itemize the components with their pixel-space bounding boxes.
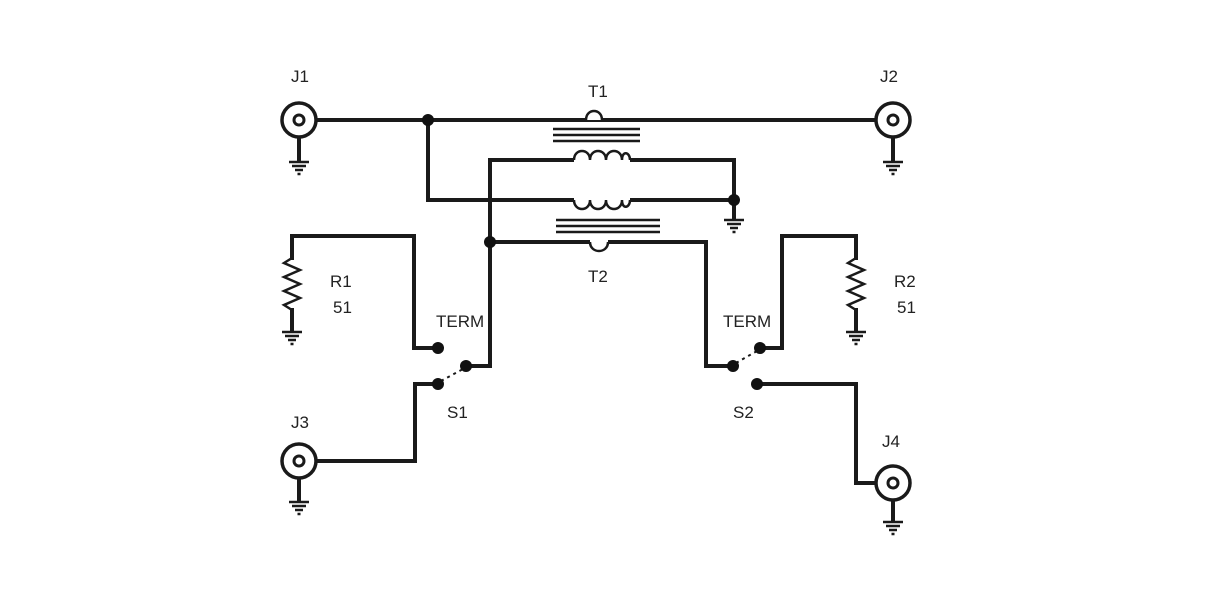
label-t1: T1: [588, 82, 608, 101]
ground-symbol-j3: [287, 500, 311, 516]
label-s1-ref: S1: [447, 403, 468, 422]
junction-dots: [422, 114, 740, 248]
connector-j1: [280, 101, 318, 139]
label-r2-ref: R2: [894, 272, 916, 291]
label-s2-term: TERM: [723, 312, 771, 331]
label-r1-ref: R1: [330, 272, 352, 291]
switch-s1: [432, 342, 472, 390]
connector-j4: [874, 464, 912, 502]
transformer-t2: [556, 196, 660, 253]
switch-s2: [727, 342, 766, 390]
label-j2: J2: [880, 67, 898, 86]
connector-j3: [280, 442, 318, 480]
ground-symbol-r1: [280, 330, 304, 346]
connector-j2: [874, 101, 912, 139]
ground-symbol-t: [722, 218, 746, 234]
ground-symbol-r2: [844, 330, 868, 346]
label-t2: T2: [588, 267, 608, 286]
label-s1-term: TERM: [436, 312, 484, 331]
label-r1-value: 51: [333, 298, 352, 317]
transformer-t1: [553, 109, 640, 162]
resistor-r1: [280, 256, 304, 312]
label-j3: J3: [291, 413, 309, 432]
resistor-r2: [844, 256, 868, 312]
label-r2-value: 51: [897, 298, 916, 317]
ground-symbol-j1: [287, 160, 311, 176]
wiring: [290, 118, 895, 522]
label-j4: J4: [882, 432, 900, 451]
label-j1: J1: [291, 67, 309, 86]
label-s2-ref: S2: [733, 403, 754, 422]
ground-symbol-j4: [881, 520, 905, 536]
ground-symbol-j2: [881, 160, 905, 176]
